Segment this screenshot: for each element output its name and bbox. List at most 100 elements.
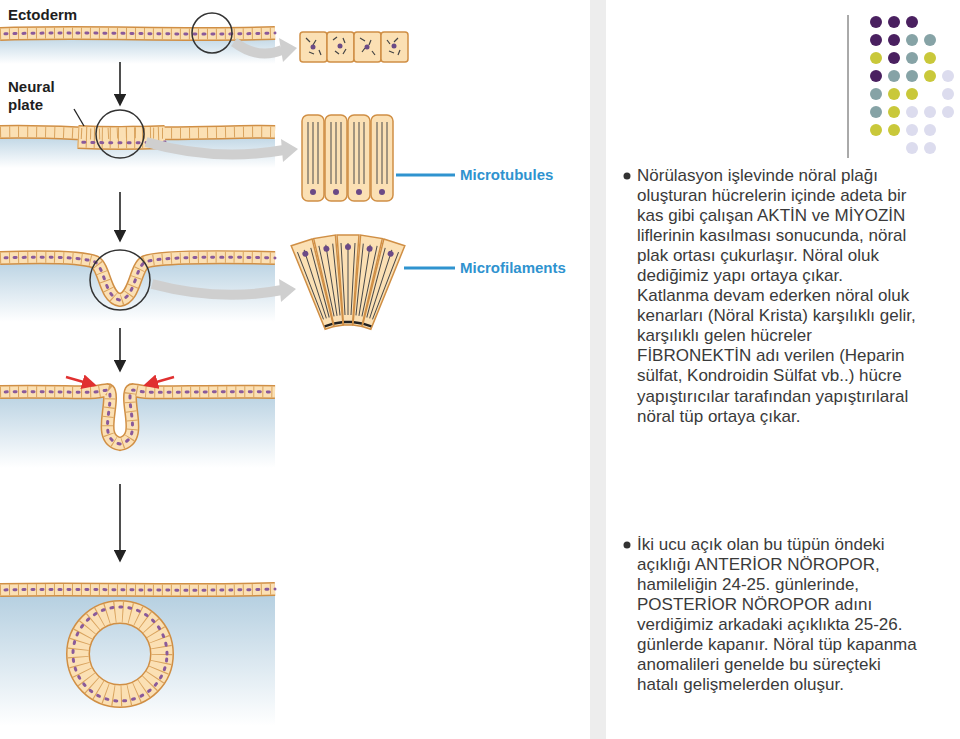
part-label: Microtubules (460, 166, 553, 184)
decor-dot (906, 142, 918, 154)
step-arrow (119, 328, 121, 370)
decor-dot (942, 106, 954, 118)
ectoderm-band (0, 33, 275, 34)
mesoderm (0, 33, 275, 64)
closeup-ectoderm (300, 32, 408, 62)
step-arrow (119, 484, 121, 560)
cell (327, 32, 354, 62)
microfilament (364, 324, 372, 326)
decor-dot (888, 106, 900, 118)
decor-dot (924, 34, 936, 46)
decor-dot (870, 88, 882, 100)
decor-dot (942, 70, 954, 82)
ectoderm-band (0, 390, 275, 444)
decor-dot (924, 124, 936, 136)
cell (371, 115, 393, 201)
decor-dot (924, 52, 936, 64)
cell-nucleus (0, 390, 275, 444)
cell-nucleus (73, 607, 167, 701)
decor-dot (888, 70, 900, 82)
microfilament (354, 322, 362, 323)
bullet-dot (624, 173, 631, 180)
decor-dot (870, 16, 882, 28)
zoom-arrow (152, 284, 282, 295)
ectoderm-band (0, 33, 275, 34)
nucleus (338, 44, 343, 49)
zoom-circle (192, 13, 232, 53)
fold-arrow (66, 377, 94, 385)
zoom-circle (96, 110, 144, 158)
nucleus (302, 250, 310, 258)
microfilament (334, 322, 342, 323)
stage-neural-folds (0, 377, 275, 468)
nucleus (365, 45, 370, 50)
nucleus (356, 189, 362, 195)
decor-dot (888, 124, 900, 136)
decor-dot (924, 70, 936, 82)
panel-edge (590, 0, 606, 739)
cell-border (0, 390, 275, 444)
filament (360, 38, 375, 55)
ectoderm-band (0, 390, 275, 444)
decor-dot (888, 34, 900, 46)
stage-neural-tube (0, 589, 275, 726)
decor-dot (870, 70, 882, 82)
bullet-text: Nörülasyon işlevinde nöral plağı oluştur… (637, 166, 917, 427)
nucleus (392, 44, 397, 49)
part-label: Neural plate (8, 78, 70, 114)
fold-arrow (146, 377, 174, 385)
nucleus (311, 45, 316, 50)
neural-tube (78, 612, 162, 696)
decor-dot (906, 16, 918, 28)
nucleus (387, 250, 395, 258)
stage-neural-groove (0, 250, 275, 322)
leader-line (404, 267, 455, 270)
microtubule (363, 248, 399, 321)
decor-dot (906, 52, 918, 64)
cell (302, 115, 324, 201)
cell (300, 32, 327, 62)
decor-dot (942, 88, 954, 100)
leader-line (396, 174, 455, 177)
microfilament (325, 324, 333, 326)
bullet-dot (624, 542, 631, 549)
measured-marks (74, 109, 631, 549)
decor-dot (924, 142, 936, 154)
microtubule (354, 122, 364, 184)
decor-dot (888, 88, 900, 100)
decor-dot (888, 16, 900, 28)
zoom-arrows (146, 38, 298, 302)
decor-dot (906, 88, 918, 100)
decor-dots (870, 16, 954, 154)
cell-border (0, 132, 275, 134)
part-label: Microfilaments (460, 259, 566, 277)
cell-border (78, 612, 162, 696)
wedge-cell (356, 239, 405, 331)
decor-dot (870, 106, 882, 118)
closeup-wedge (291, 235, 405, 331)
cell (354, 32, 381, 62)
decor-dot (870, 52, 882, 64)
decor-dot (906, 106, 918, 118)
nucleus (345, 244, 351, 250)
nucleus (333, 189, 339, 195)
zoom-arrow-head (281, 139, 298, 162)
mesoderm (0, 257, 275, 322)
zoom-arrow (234, 42, 282, 54)
microtubule (341, 243, 355, 315)
cell (325, 115, 347, 201)
nucleus (310, 189, 316, 195)
cell-nucleus (0, 33, 275, 34)
bullet-text: İki ucu açık olan bu tüpün öndeki açıklı… (637, 535, 917, 695)
decor-dot (888, 52, 900, 64)
microtubule (308, 122, 318, 184)
zoom-arrow-head (279, 38, 297, 62)
cell-border (0, 33, 275, 34)
microtubules (308, 122, 387, 184)
decor-dot (906, 124, 918, 136)
filament (306, 38, 321, 55)
decor-dot (906, 34, 918, 46)
decor-line (848, 15, 849, 158)
cell (356, 239, 405, 331)
